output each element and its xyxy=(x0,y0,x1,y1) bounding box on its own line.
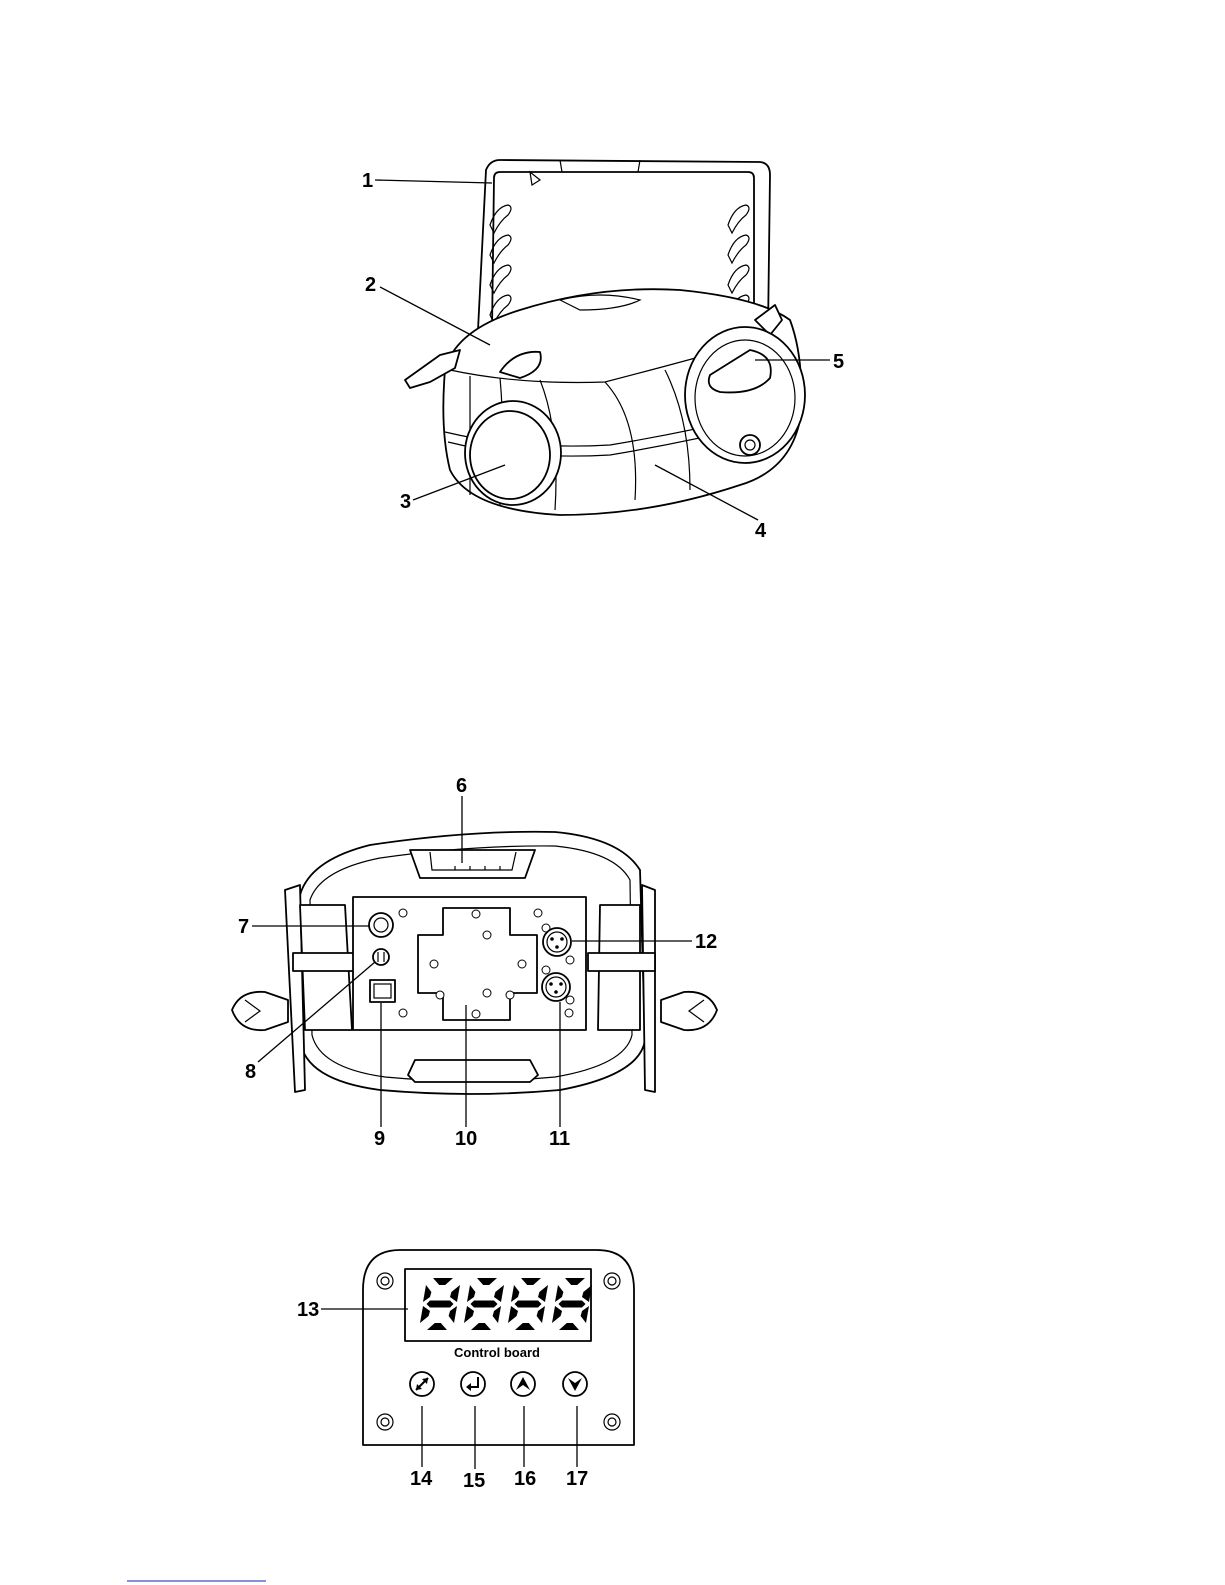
svg-text:3: 3 xyxy=(400,491,411,513)
svg-text:9: 9 xyxy=(374,1128,385,1150)
svg-text:11: 11 xyxy=(549,1128,570,1150)
svg-text:1: 1 xyxy=(362,170,373,192)
tilt-lock-knob xyxy=(685,327,805,463)
svg-text:7: 7 xyxy=(238,916,249,938)
svg-text:17: 17 xyxy=(566,1468,588,1490)
fixture-front-view: 1 2 3 4 5 xyxy=(362,160,844,542)
svg-text:6: 6 xyxy=(456,775,467,797)
svg-text:4: 4 xyxy=(755,520,767,542)
fixture-rear-view: 6 7 8 9 10 11 12 xyxy=(232,775,717,1150)
power-switch xyxy=(370,980,395,1002)
digit-2-segment-g xyxy=(471,1301,498,1308)
control-board-caption: Control board xyxy=(454,1345,540,1360)
down-button[interactable] xyxy=(563,1372,587,1396)
svg-text:14: 14 xyxy=(410,1468,433,1490)
dmx-in-connector xyxy=(542,973,570,1001)
control-board: Control board xyxy=(297,1250,634,1492)
pan-knob-right xyxy=(661,992,717,1030)
svg-text:10: 10 xyxy=(455,1128,477,1150)
power-in-connector xyxy=(369,913,393,937)
svg-text:2: 2 xyxy=(365,274,376,296)
svg-text:5: 5 xyxy=(833,351,844,373)
carry-handle xyxy=(410,850,535,878)
svg-text:8: 8 xyxy=(245,1061,256,1083)
mode-button[interactable] xyxy=(410,1372,434,1396)
svg-text:15: 15 xyxy=(463,1470,485,1492)
callout-1: 1 xyxy=(362,170,492,192)
pan-knob-left xyxy=(232,992,288,1030)
enter-button[interactable] xyxy=(461,1372,485,1396)
fuse-holder xyxy=(373,949,389,965)
dmx-out-connector xyxy=(543,928,571,956)
led-display xyxy=(405,1269,592,1341)
lens xyxy=(465,401,561,505)
svg-text:13: 13 xyxy=(297,1299,319,1321)
rear-connector-panel xyxy=(353,897,586,1030)
svg-text:16: 16 xyxy=(514,1468,536,1490)
svg-text:12: 12 xyxy=(695,931,717,953)
digit-1-segment-g xyxy=(427,1301,454,1308)
digit-4-segment-g xyxy=(559,1301,586,1308)
up-button[interactable] xyxy=(511,1372,535,1396)
digit-3-segment-g xyxy=(515,1301,542,1308)
